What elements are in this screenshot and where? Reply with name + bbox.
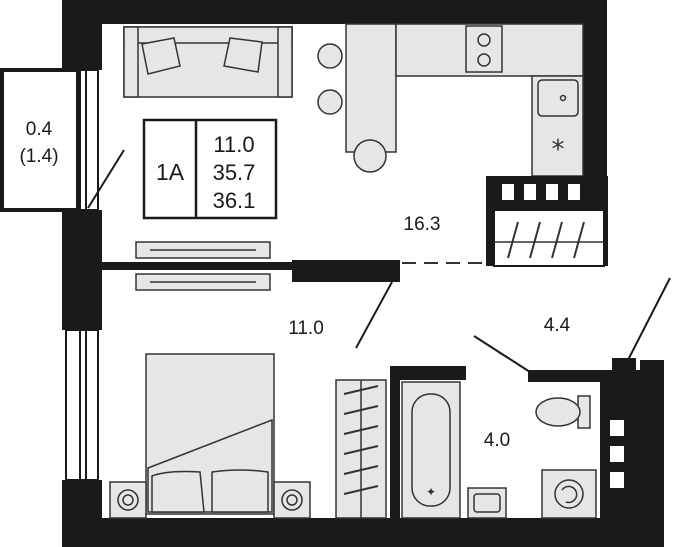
bed [145, 353, 275, 515]
balcony [0, 68, 80, 212]
door-entrance [627, 277, 671, 361]
door-bathroom [473, 335, 531, 373]
bar-counter [317, 23, 397, 173]
bedroom-wardrobe [335, 379, 387, 519]
wall-bath-top [390, 366, 466, 380]
interior-walls [102, 260, 640, 518]
bathroom-area-label: 4.0 [484, 430, 510, 451]
wall-bottom [62, 518, 664, 547]
stool-3 [353, 139, 387, 173]
wall-top [62, 0, 607, 24]
wall-wc-post [612, 358, 636, 382]
apartment-info-box: 1A 11.0 35.7 36.1 [142, 118, 278, 220]
wc-shaft [610, 420, 624, 488]
balcony-area-full: (1.4) [19, 146, 58, 167]
door-swings [87, 149, 671, 373]
wall-living-bedroom-thick [292, 260, 400, 282]
exterior-walls [62, 0, 664, 547]
bathtub: ✦ [401, 381, 461, 519]
wall-right-lower [640, 360, 664, 547]
living-area: 11.0 [213, 132, 254, 157]
nightstand-left [109, 481, 147, 519]
window-lower-left [65, 329, 99, 481]
sofa [123, 26, 293, 98]
kitchen-counter: * [395, 23, 584, 177]
wall-left-lower [62, 480, 102, 547]
wall-left-middle [62, 210, 102, 270]
sink [537, 79, 579, 117]
apartment-type: 1A [156, 159, 185, 185]
door-balcony [87, 149, 125, 209]
bedroom-area-label: 11.0 [288, 318, 324, 339]
svg-text:✦: ✦ [426, 485, 436, 499]
washing-machine [541, 469, 597, 519]
balcony-area: 0.4 [26, 119, 53, 140]
toilet [535, 395, 591, 429]
hallway-area-label: 4.4 [544, 315, 571, 336]
wall-bath-left [390, 366, 400, 518]
total-area-with-balcony: 36.1 [213, 188, 256, 213]
bathroom-sink [467, 487, 507, 519]
stool-2 [317, 89, 343, 115]
kitchen-wardrobe [486, 176, 608, 267]
door-bedroom [355, 281, 393, 349]
stool-1 [317, 43, 343, 69]
wall-left-top [62, 0, 102, 70]
wall-right-upper [583, 0, 607, 183]
total-area: 35.7 [213, 160, 256, 185]
nightstand-right [273, 481, 311, 519]
left-wall-post [62, 270, 102, 330]
tv-console [135, 241, 271, 291]
fridge-snowflake-icon: * [552, 135, 565, 165]
kitchen-living-area-label: 16.3 [404, 214, 441, 235]
wall-living-bedroom-thin [102, 262, 292, 270]
